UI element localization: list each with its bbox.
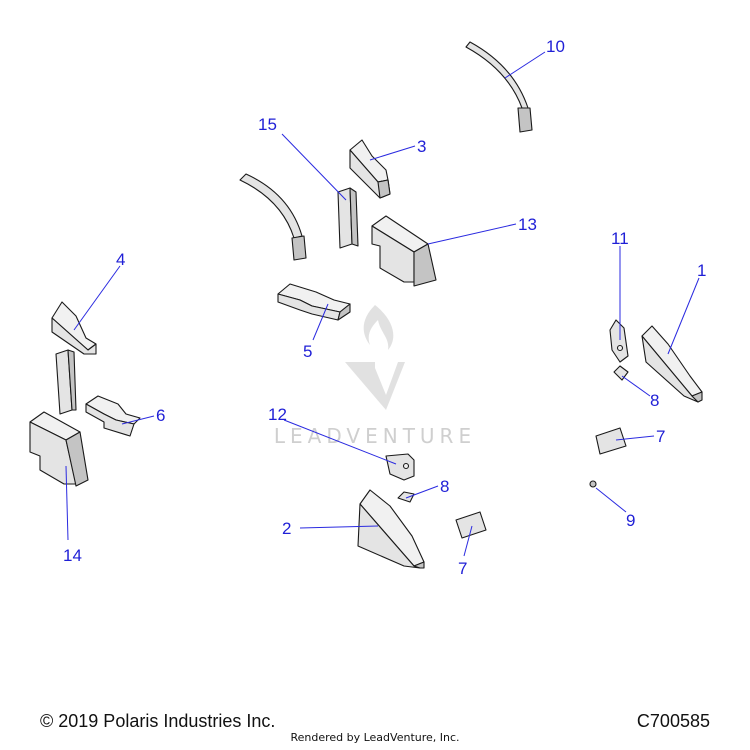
part-8-clip-right xyxy=(613,365,629,381)
callout-1: 1 xyxy=(697,261,706,280)
part-5-block xyxy=(277,283,351,321)
part-bar-left xyxy=(55,349,77,415)
part-strip-left xyxy=(239,173,307,261)
part-6-block xyxy=(85,395,141,437)
watermark: LEADVENTURE xyxy=(274,305,476,448)
callouts: 10 3 15 13 11 1 4 5 6 14 8 7 9 12 8 2 7 xyxy=(63,37,706,578)
part-13-block xyxy=(371,215,437,287)
leader-lines xyxy=(65,51,700,557)
callout-13: 13 xyxy=(518,215,537,234)
part-9-pin xyxy=(589,480,597,488)
callout-9: 9 xyxy=(626,511,635,530)
callout-2: 2 xyxy=(282,519,291,538)
callout-14: 14 xyxy=(63,546,82,565)
callout-6: 6 xyxy=(156,406,165,425)
part-2-wedge xyxy=(357,489,425,569)
part-7-pad-right xyxy=(595,427,627,455)
rendered-by-credit: Rendered by LeadVenture, Inc. xyxy=(290,731,460,744)
callout-12: 12 xyxy=(268,405,287,424)
v-logo-icon xyxy=(345,362,405,410)
callout-15: 15 xyxy=(258,115,277,134)
part-7-pad-center xyxy=(455,511,487,539)
part-1-wedge xyxy=(641,325,703,403)
callout-4: 4 xyxy=(116,250,125,269)
part-12-bracket xyxy=(385,453,415,481)
drawing-number: C700585 xyxy=(636,711,710,731)
callout-11: 11 xyxy=(611,229,629,248)
flame-icon xyxy=(363,305,394,350)
part-11-bracket xyxy=(609,319,629,363)
callout-5: 5 xyxy=(303,342,312,361)
part-10-strip xyxy=(465,41,533,133)
part-4-wedge xyxy=(51,301,97,355)
callout-10: 10 xyxy=(546,37,565,56)
callout-8-right: 8 xyxy=(650,391,659,410)
part-14-block xyxy=(29,411,89,487)
callout-8-center: 8 xyxy=(440,477,449,496)
callout-7-right: 7 xyxy=(656,427,665,446)
callout-3: 3 xyxy=(417,137,426,156)
watermark-text: LEADVENTURE xyxy=(274,424,476,448)
copyright-notice: © 2019 Polaris Industries Inc. xyxy=(40,711,276,731)
part-15-bar xyxy=(337,187,359,249)
part-3-wedge xyxy=(349,139,391,199)
part-8-clip-center xyxy=(397,491,415,503)
callout-7-center: 7 xyxy=(458,559,467,578)
